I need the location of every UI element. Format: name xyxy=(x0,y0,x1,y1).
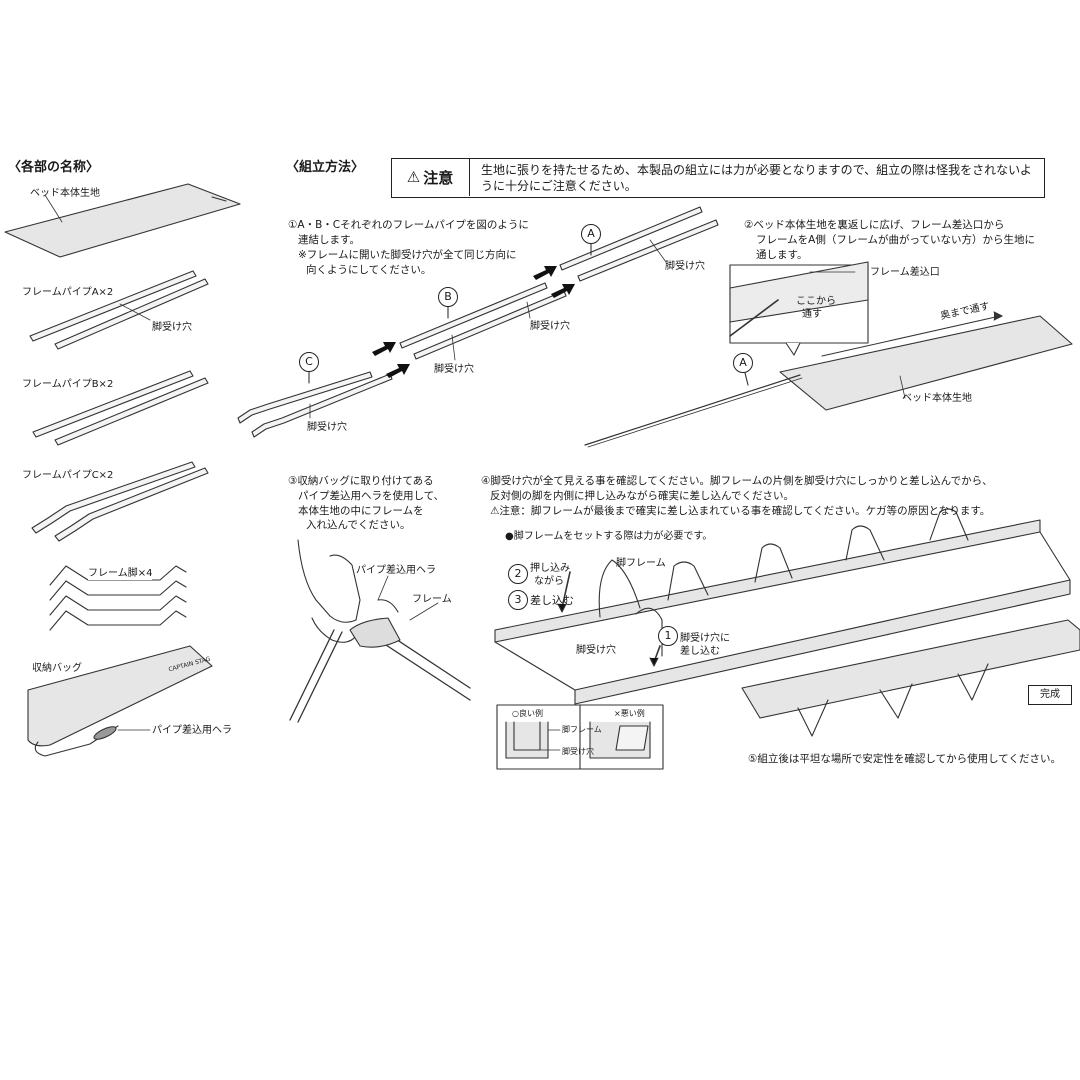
step1-line4: 向くようにしてください。 xyxy=(306,264,432,276)
spatula-label: パイプ差込用ヘラ xyxy=(152,725,232,736)
step3-line3: 本体生地の中にフレームを xyxy=(298,505,424,517)
caution-label: ⚠ 注意 xyxy=(391,158,470,196)
step3-line4: 入れ込んでください。 xyxy=(306,519,411,531)
caution-box xyxy=(391,158,1045,198)
legs-label: フレーム脚×4 xyxy=(88,567,153,580)
frame-pipe-c-part xyxy=(31,461,209,542)
step1-hole-label-4: 脚受け穴 xyxy=(665,261,705,272)
step2-a-marker: A xyxy=(733,353,753,373)
leg-hole-label-a: 脚受け穴 xyxy=(152,322,192,333)
caution-text: 生地に張りを持たせるため、本製品の組立には力が必要となりますので、組立の際は怪我… xyxy=(481,163,1032,193)
pipe-c-marker: C xyxy=(299,352,319,372)
step4-n3-marker: 3 xyxy=(508,590,528,610)
parts-section-title: 〈各部の名称〉 xyxy=(8,160,100,175)
frame-pipe-b-part xyxy=(32,370,209,446)
step2-illustration xyxy=(584,261,1073,448)
step3-illustration xyxy=(289,539,471,723)
step3-frame-label: フレーム xyxy=(412,594,452,605)
good-example-label: ○良い例 xyxy=(512,709,543,718)
frame-legs-part xyxy=(49,565,187,631)
insert-hole-label-1: 脚受け穴に xyxy=(680,633,730,644)
pipe-c-label: フレームパイプC×2 xyxy=(22,470,114,481)
step1-line1: ①A・B・Cそれぞれのフレームパイプを図のように xyxy=(288,219,529,231)
caution-label-text: 注意 xyxy=(423,168,454,187)
done-label: 完成 xyxy=(1028,685,1072,705)
bed-fabric-part xyxy=(4,183,241,258)
pipe-a-label: フレームパイプA×2 xyxy=(22,287,114,298)
step1-hole-label-1: 脚受け穴 xyxy=(307,422,347,433)
step4-line1: ④脚受け穴が全て見える事を確認してください。脚フレームの片側を脚受け穴にしっかり… xyxy=(481,475,993,487)
assembly-section-title: 〈組立方法〉 xyxy=(286,160,365,175)
pipe-a-marker: A xyxy=(581,224,601,244)
warning-triangle-icon: ⚠ xyxy=(406,168,421,186)
insert-label: 差し込む xyxy=(530,594,574,607)
step1-hole-label-2: 脚受け穴 xyxy=(434,364,474,375)
step4-note: ●脚フレームをセットする際は力が必要です。 xyxy=(505,531,713,542)
inlet-label: フレーム差込口 xyxy=(870,267,940,278)
step4-n2-marker: 2 xyxy=(508,564,528,584)
step2-line1: ②ベッド本体生地を裏返しに広げ、フレーム差込口から xyxy=(744,219,1005,231)
push-label-1: 押し込み xyxy=(530,563,570,574)
pipe-b-label: フレームパイプB×2 xyxy=(22,379,114,390)
step1-arrows xyxy=(372,266,575,378)
detail-hole-label: 脚受け穴 xyxy=(562,747,594,756)
detail-frame-label: 脚フレーム xyxy=(562,725,602,734)
step1-pipes xyxy=(237,206,719,438)
step1-line3: ※フレームに開いた脚受け穴が全て同じ方向に xyxy=(298,249,517,261)
step3-line2: パイプ差込用ヘラを使用して、 xyxy=(298,490,445,502)
step3-line1: ③収納バッグに取り付けてある xyxy=(288,475,434,487)
step4-line3: ⚠注意：脚フレームが最後まで確実に差し込まれている事を確認してください。ケガ等の… xyxy=(490,505,991,517)
bad-example-label: ×悪い例 xyxy=(614,709,645,718)
pipe-b-marker: B xyxy=(438,287,458,307)
step3-spatula-label: パイプ差込用ヘラ xyxy=(356,565,436,576)
push-label-2: ながら xyxy=(534,576,564,587)
step2-line2: フレームをA側（フレームが曲がっていない方）から生地に xyxy=(756,234,1036,246)
step4-hole-label: 脚受け穴 xyxy=(576,645,616,656)
from-here-label-2: 通す xyxy=(802,309,822,320)
from-here-label-1: ここから xyxy=(796,296,836,307)
leg-frame-label: 脚フレーム xyxy=(616,558,666,569)
insert-hole-label-2: 差し込む xyxy=(680,646,720,657)
step4-n1-marker: 1 xyxy=(658,626,678,646)
step4-illustration xyxy=(494,508,1080,770)
step1-line2: 連結します。 xyxy=(298,234,360,246)
bag-label: 収納バッグ xyxy=(32,663,82,674)
step2-fabric-label: ベッド本体生地 xyxy=(902,393,972,404)
bed-fabric-label: ベッド本体生地 xyxy=(30,188,100,199)
step1-hole-label-3: 脚受け穴 xyxy=(530,321,570,332)
step4-line2: 反対側の脚を内側に押し込みながら確実に差し込んでください。 xyxy=(490,490,794,502)
step5-text: ⑤組立後は平坦な場所で安定性を確認してから使用してください。 xyxy=(748,753,1061,765)
storage-bag-part xyxy=(27,645,213,757)
frame-pipe-a-part xyxy=(29,270,209,350)
step2-line3: 通します。 xyxy=(756,249,808,261)
